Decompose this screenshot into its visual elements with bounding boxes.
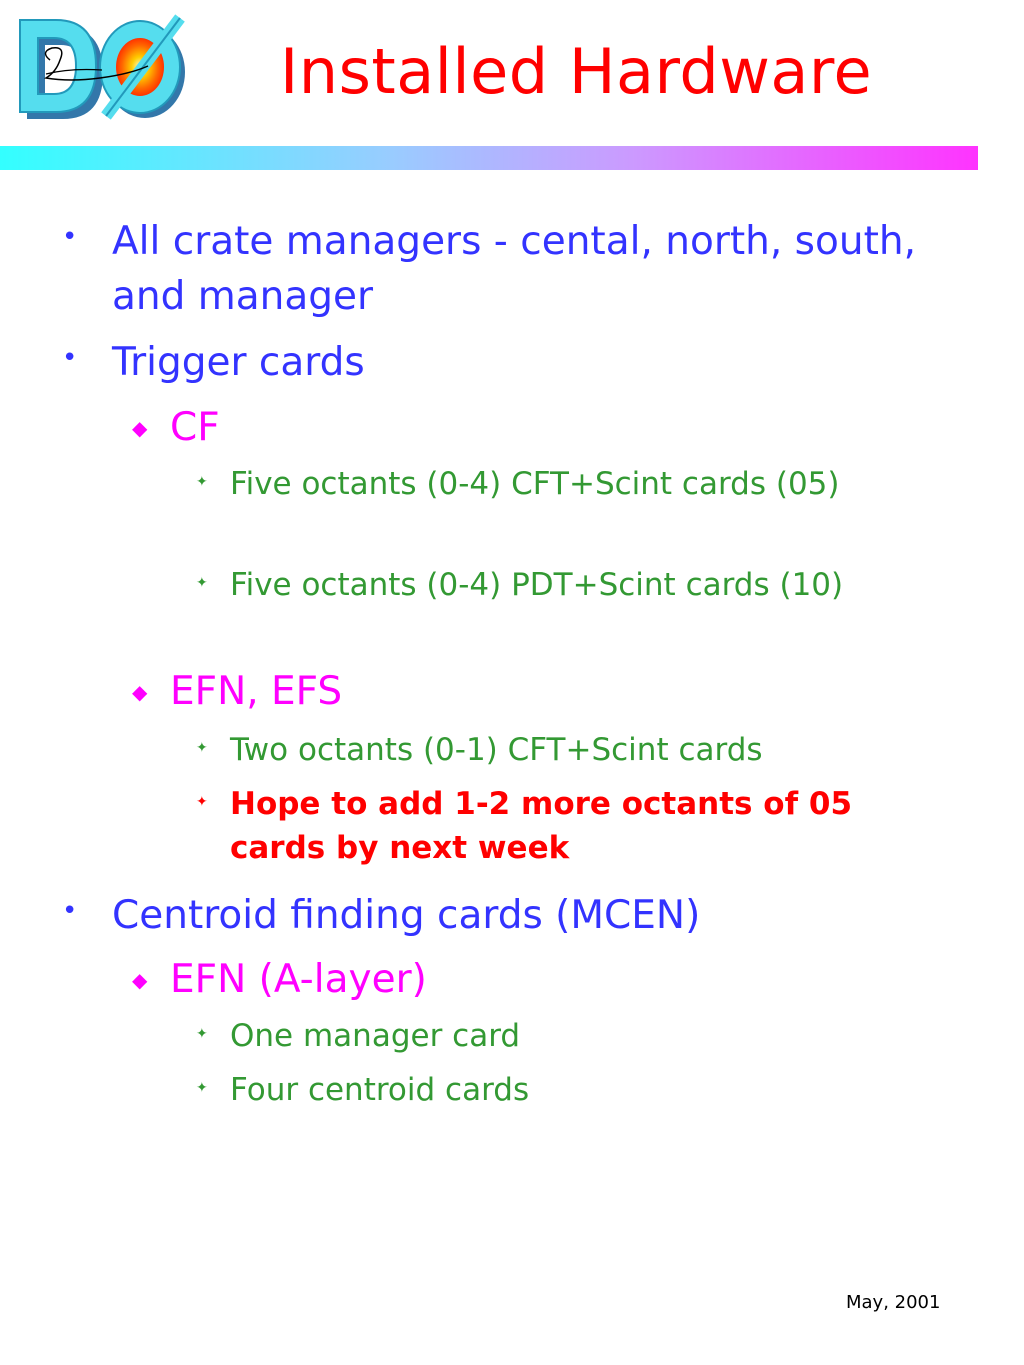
sparkle-bullet-icon: ✦ (196, 794, 208, 810)
bullet-text: All crate managers - cental, north, sout… (112, 219, 916, 319)
slide-date-footer: May, 2001 (846, 1292, 941, 1313)
bullet-text: One manager card (230, 1018, 521, 1054)
bullet-text: CF (170, 405, 220, 450)
diamond-bullet-icon: ◆ (132, 968, 148, 992)
bullet-text: Centroid finding cards (MCEN) (112, 893, 701, 938)
dot-bullet-icon: • (62, 343, 78, 373)
bullet-text: Two octants (0-1) CFT+Scint cards (230, 732, 763, 768)
bullet-text: Five octants (0-4) PDT+Scint cards (10) (230, 567, 844, 603)
sparkle-bullet-icon: ✦ (196, 575, 208, 591)
bullet-text: Four centroid cards (230, 1072, 530, 1108)
bullet-text: EFN, EFS (170, 669, 343, 714)
sparkle-bullet-icon: ✦ (196, 1026, 208, 1042)
sparkle-bullet-icon: ✦ (196, 474, 208, 490)
diamond-bullet-icon: ◆ (132, 680, 148, 704)
bullet-text: Five octants (0-4) CFT+Scint cards (05) (230, 466, 840, 502)
sparkle-bullet-icon: ✦ (196, 1080, 208, 1096)
dot-bullet-icon: • (62, 896, 78, 926)
d0-logo (10, 12, 192, 124)
bullet-text: Trigger cards (112, 340, 365, 385)
sparkle-bullet-icon: ✦ (196, 740, 208, 756)
slide-title: Installed Hardware (280, 35, 873, 108)
diamond-bullet-icon: ◆ (132, 416, 148, 440)
dot-bullet-icon: • (62, 222, 78, 252)
title-gradient-bar (0, 146, 978, 170)
bullet-text: Hope to add 1-2 more octants of 05 cards… (230, 786, 853, 866)
bullet-text: EFN (A-layer) (170, 957, 427, 1002)
d0-logo-icon (19, 14, 185, 120)
